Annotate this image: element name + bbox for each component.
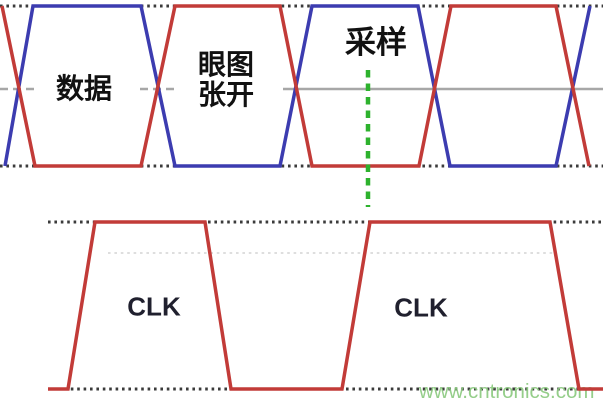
- label-sampling: 采样: [345, 25, 407, 61]
- label-clk-2: CLK: [394, 292, 448, 323]
- clock-trace-red: [48, 220, 603, 391]
- watermark: www.cntronics.com: [418, 380, 594, 403]
- data-trace-red: [0, 4, 591, 168]
- label-data: 数据: [55, 72, 113, 105]
- label-clk-1: CLK: [127, 291, 181, 322]
- label-eye-open: 眼图 张开: [197, 48, 255, 111]
